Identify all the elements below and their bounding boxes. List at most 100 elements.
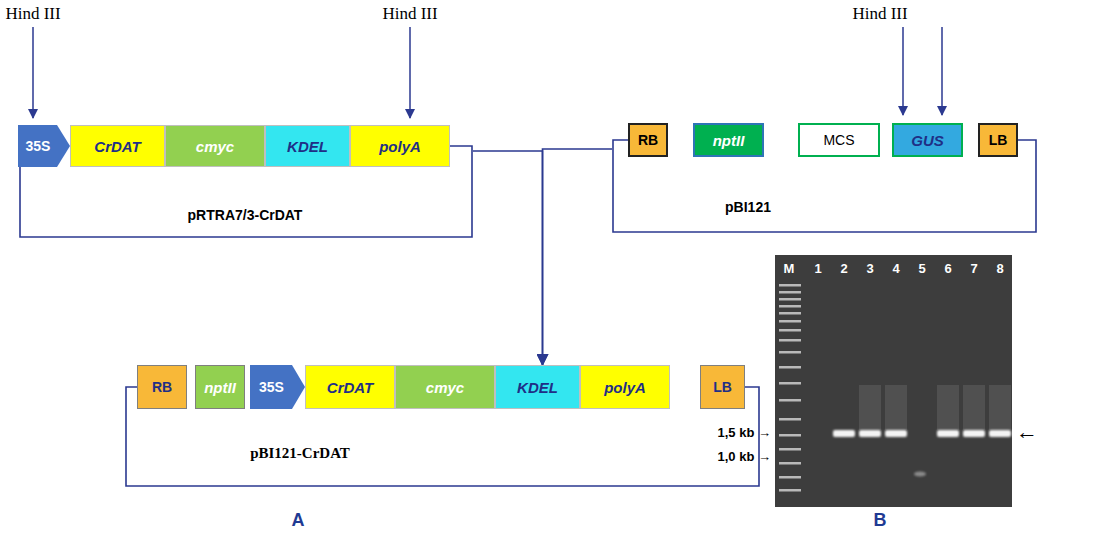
element-name: cmyc [196, 138, 234, 155]
ladder-band [779, 418, 801, 421]
element-name: KDEL [517, 379, 558, 396]
panel-label: A [292, 510, 305, 531]
plasmid-name: pBI121-CrDAT [250, 445, 350, 462]
dna-band [989, 430, 1011, 437]
element-name: nptII [204, 379, 236, 396]
element-name: nptII [713, 132, 745, 149]
ladder-band [779, 434, 801, 437]
gene-element-box: GUS [892, 123, 963, 157]
element-name: 35S [26, 138, 51, 154]
gel-smear [937, 385, 959, 430]
element-name: polyA [379, 138, 421, 155]
gene-element-box: nptII [693, 123, 764, 157]
ladder-band [779, 476, 801, 479]
ladder-band [779, 462, 801, 465]
gene-element-box: KDEL [265, 125, 350, 167]
element-name: LB [713, 379, 732, 395]
lane-label: 6 [944, 261, 951, 276]
element-name: MCS [823, 132, 854, 148]
gene-element-box: LB [700, 365, 745, 409]
dna-band [885, 430, 907, 437]
dna-band [937, 430, 959, 437]
dna-band [859, 430, 881, 437]
lane-label: 3 [866, 261, 873, 276]
dna-band [963, 430, 985, 437]
gel-image [775, 255, 1012, 507]
ladder-band [779, 291, 801, 294]
lane-label: 2 [840, 261, 847, 276]
ladder-band [779, 448, 801, 451]
gene-element-box: RB [628, 123, 668, 157]
gel-smear [963, 385, 985, 430]
restriction-site-label: Hind III [5, 4, 60, 24]
gene-element-box: nptII [195, 365, 245, 409]
plasmid-name: pRTRA7/3-CrDAT [188, 207, 303, 223]
ladder-band [779, 339, 801, 342]
lane-label: 1 [814, 261, 821, 276]
gene-element-box: polyA [350, 125, 450, 167]
gene-element-box: CrDAT [70, 125, 165, 167]
band-pointer: ← [1016, 419, 1038, 445]
element-name: GUS [911, 132, 944, 149]
lane-label: 8 [996, 261, 1003, 276]
restriction-site-arrow [941, 27, 943, 115]
element-name: KDEL [287, 138, 328, 155]
gene-element-box: RB [137, 365, 187, 409]
gene-element-box: MCS [798, 123, 880, 157]
gene-element-box: LB [978, 123, 1018, 157]
restriction-site-arrow [409, 27, 411, 118]
restriction-site-arrow [32, 27, 34, 118]
size-marker-label: 1,0 kb → [718, 449, 771, 464]
ladder-band [779, 329, 801, 332]
gel-bands [779, 284, 1011, 492]
faint-band [914, 472, 926, 477]
element-name: 35S [259, 379, 284, 395]
ladder-band [779, 305, 801, 308]
plasmid-map: pRTRA7/3-CrDAT 35S CrDAT cmyc KDEL polyA [18, 125, 473, 238]
gel-smear [859, 385, 881, 430]
restriction-site-arrow [902, 27, 904, 115]
gene-element-box: KDEL [495, 365, 580, 409]
ladder-band [779, 298, 801, 301]
ladder-band [779, 320, 801, 323]
gel-smear [989, 385, 1011, 430]
lane-label: 4 [892, 261, 899, 276]
element-name: CrDAT [94, 138, 140, 155]
promoter-arrow: 35S [18, 125, 70, 167]
promoter-arrow-fill [250, 365, 305, 409]
element-name: cmyc [426, 379, 464, 396]
lane-label: 5 [918, 261, 925, 276]
element-name: RB [638, 132, 658, 148]
element-name: polyA [604, 379, 646, 396]
element-name: LB [989, 132, 1008, 148]
cloning-arrow [543, 149, 613, 365]
ladder-band [779, 312, 801, 315]
lane-label: M [784, 261, 795, 276]
ladder-band [779, 399, 801, 402]
ladder-band [779, 489, 801, 492]
ladder-band [779, 366, 801, 369]
restriction-site-label: Hind III [852, 4, 907, 24]
promoter-arrow: 35S [250, 365, 305, 409]
lane-label: 7 [970, 261, 977, 276]
plasmid-map: pBI121 RB nptII MCS GUS LB [612, 123, 1037, 233]
dna-band [833, 430, 855, 437]
gene-element-box: cmyc [165, 125, 265, 167]
promoter-arrow-fill [18, 125, 70, 167]
element-name: CrDAT [327, 379, 373, 396]
plasmid-map: pBI121-CrDAT RB nptII 35S CrDAT cmyc KDEL polyA… [125, 365, 760, 487]
panel-label: B [874, 510, 887, 531]
ladder-band [779, 284, 801, 287]
ladder-band [779, 351, 801, 354]
gel-smear [885, 385, 907, 430]
element-name: RB [152, 379, 172, 395]
gene-element-box: polyA [580, 365, 670, 409]
plasmid-name: pBI121 [725, 199, 771, 215]
size-marker-label: 1,5 kb → [718, 425, 771, 440]
cloning-arrow [473, 151, 543, 365]
ladder-band [779, 382, 801, 385]
gene-element-box: cmyc [395, 365, 495, 409]
